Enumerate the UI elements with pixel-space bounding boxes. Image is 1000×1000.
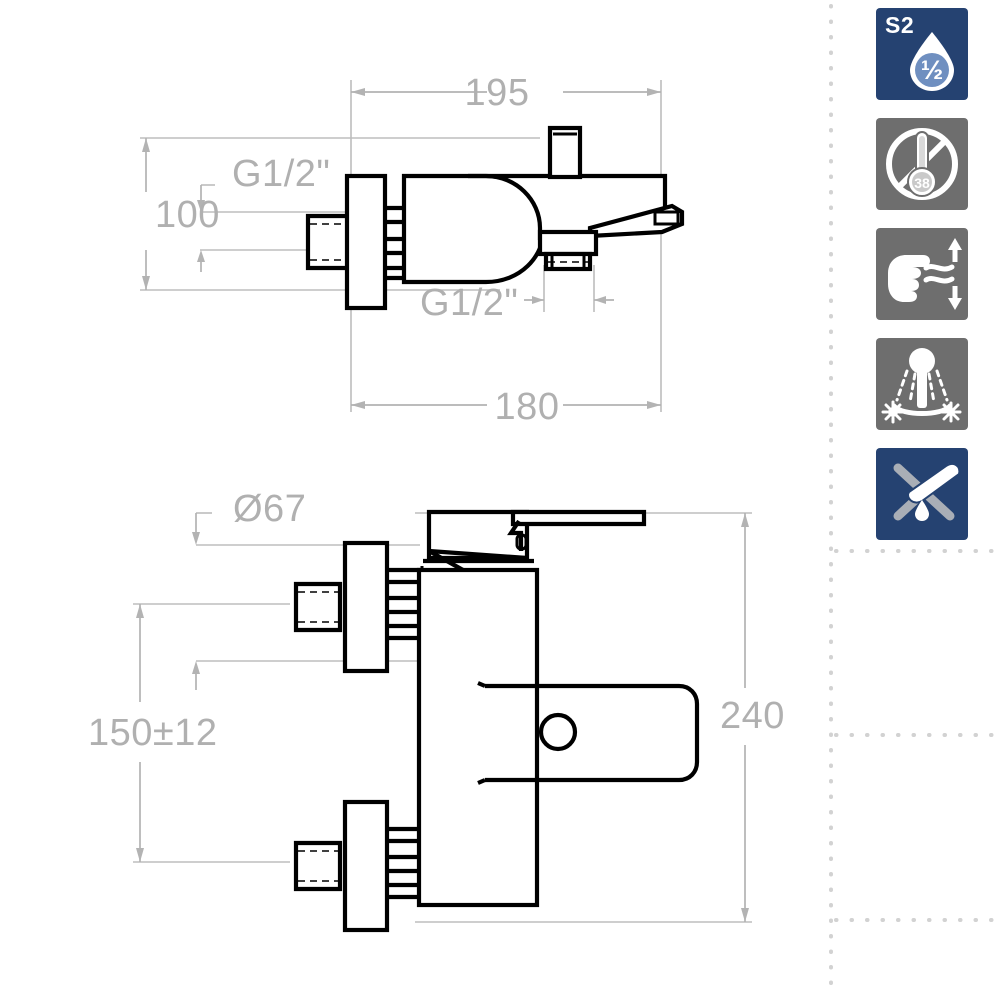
badge-s2-label: S2 <box>885 12 915 38</box>
lever-handle-arm <box>510 509 647 527</box>
dimension-label-d67: Ø67 <box>233 488 306 530</box>
dotted-dividers <box>829 4 1000 1000</box>
upper-inlet-stub <box>293 581 343 633</box>
lever-pivot-detail <box>507 519 524 551</box>
lever-hot-cold-icon <box>881 348 962 424</box>
thermometer-38-prohibited-icon: 38 <box>886 128 958 200</box>
lever-pivot-pin <box>515 533 528 551</box>
dimension-label-150: 150±12 <box>88 712 218 754</box>
dimension-label-100: 100 <box>155 194 220 236</box>
dimension-label-g-half-bottom: G1/2" <box>420 282 518 324</box>
aerator-outlet <box>653 210 680 226</box>
badge-38-label: 38 <box>914 175 930 191</box>
dimension-label-180: 180 <box>495 386 560 428</box>
water-drop-half-icon: ½ <box>910 32 954 91</box>
badge-hand-flow-control[interactable] <box>876 228 968 320</box>
bottom-view-group: Ø67 150±12 240 <box>88 488 785 933</box>
lower-wall-flange <box>342 799 390 933</box>
badge-s2-water-saving[interactable]: S2 ½ <box>876 8 968 100</box>
dimension-150 <box>133 603 290 863</box>
dimension-g-half-bottom-leader <box>524 265 614 312</box>
spout-edge-top <box>477 681 486 688</box>
diverter-knob <box>547 125 583 180</box>
dimension-label-g-half-top: G1/2" <box>232 153 330 195</box>
shower-outlet-connector <box>537 229 599 272</box>
feature-icon-badge-list: S2 ½ 38 <box>876 8 970 558</box>
dimension-180 <box>350 250 662 412</box>
spout-aerator-hole <box>538 712 578 752</box>
sun-glyph <box>881 400 905 424</box>
dimension-100 <box>140 137 540 291</box>
wall-flange-plate <box>344 173 388 311</box>
dimension-label-240: 240 <box>720 695 785 737</box>
lower-connector-ribs <box>387 825 424 901</box>
svg-text:½: ½ <box>921 55 944 85</box>
top-view-group: 195 100 G1/2" G1/2" 180 <box>140 72 685 428</box>
spout-edge-bottom <box>477 778 486 785</box>
dimension-label-195: 195 <box>465 72 530 114</box>
upper-connector-ribs <box>387 566 424 642</box>
spout-u-profile <box>485 683 700 783</box>
hand-flow-up-down-icon <box>888 238 962 310</box>
no-drip-spout-icon <box>893 463 961 521</box>
badge-lever-temperature-range[interactable] <box>876 338 968 430</box>
badge-no-drip[interactable] <box>876 448 968 540</box>
mixer-body-front <box>416 567 540 908</box>
lower-inlet-stub <box>293 840 343 892</box>
badge-thermostatic-38[interactable]: 38 <box>876 118 968 210</box>
snowflake-glyph <box>940 401 962 423</box>
lever-handle-bevel-right <box>428 548 528 561</box>
upper-wall-flange <box>342 540 390 674</box>
